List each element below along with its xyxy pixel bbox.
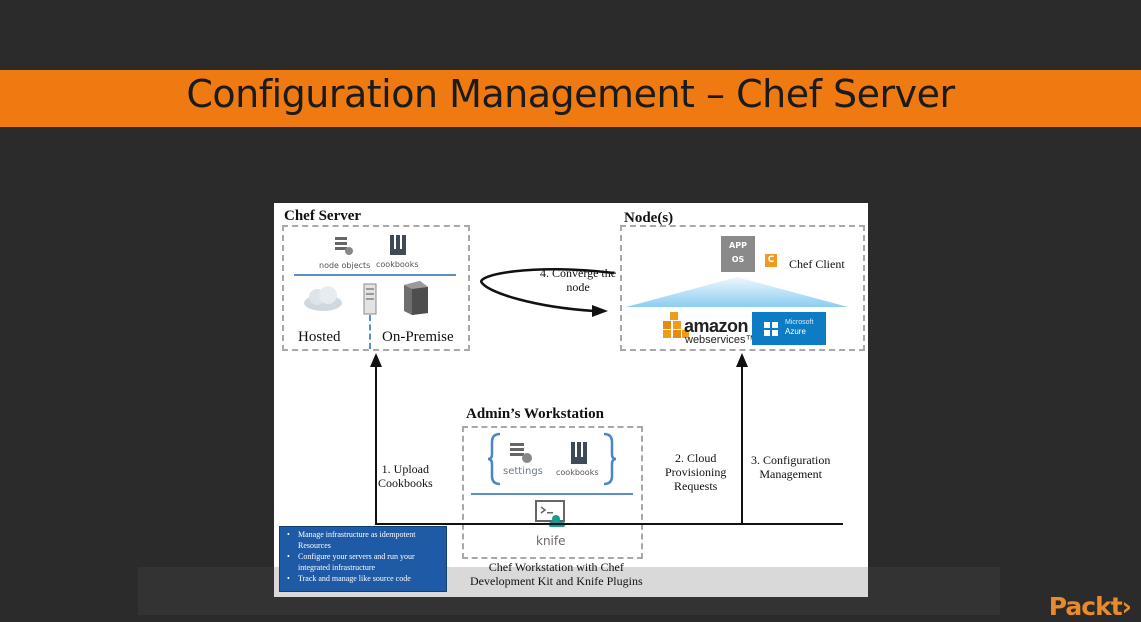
chef-server-title: Chef Server bbox=[284, 208, 362, 224]
on-premise-label: On-Premise bbox=[382, 329, 454, 345]
os-label: OS bbox=[731, 255, 745, 264]
chef-server-box bbox=[282, 225, 470, 351]
chef-client-icon: C bbox=[765, 254, 777, 267]
workstation-cookbooks-label: cookbooks bbox=[556, 468, 599, 477]
app-label: APP bbox=[729, 241, 747, 250]
config-label-line1: 3. Configuration bbox=[751, 453, 831, 467]
converge-label: 4. Converge the node bbox=[540, 266, 616, 294]
nodes-title: Node(s) bbox=[624, 210, 674, 226]
converge-label-line1: 4. Converge the bbox=[540, 266, 617, 280]
upload-line-vertical bbox=[375, 365, 377, 525]
packt-logo: Packt› bbox=[1048, 592, 1132, 621]
diagram-panel: Chef Server node objects cookbooks Hoste… bbox=[274, 203, 868, 597]
cookbooks-label: cookbooks bbox=[376, 260, 419, 269]
info-bullet: Track and manage like source code bbox=[287, 573, 442, 584]
cloud-provisioning-label: 2. Cloud Provisioning Requests bbox=[665, 451, 726, 493]
app-os-icon: APP OS bbox=[721, 236, 755, 272]
nodes-box bbox=[620, 225, 865, 351]
azure-logo bbox=[752, 312, 826, 345]
aws-logo-text: amazon bbox=[684, 316, 749, 336]
connector-dash bbox=[369, 315, 371, 349]
config-line-vertical bbox=[741, 365, 743, 525]
chef-client-label: Chef Client bbox=[789, 257, 845, 271]
server-tower-icon bbox=[404, 281, 428, 315]
workstation-divider bbox=[471, 493, 633, 495]
knife-label: knife bbox=[536, 534, 566, 548]
workstation-caption-line2: Development Kit and Knife Plugins bbox=[470, 574, 643, 588]
cloud-label-line3: Requests bbox=[674, 479, 718, 493]
workstation-box bbox=[462, 426, 643, 559]
deployment-triangle bbox=[626, 277, 848, 307]
config-label-line2: Management bbox=[759, 467, 822, 481]
workstation-caption: Chef Workstation with Chef Development K… bbox=[470, 560, 643, 588]
aws-logo-subtext: webservices™ bbox=[685, 334, 757, 346]
upload-label-line1: 1. Upload bbox=[381, 462, 429, 476]
info-bullet: Manage infrastructure as idempotent Reso… bbox=[287, 529, 442, 551]
server-unit-icon bbox=[363, 283, 377, 315]
title-banner bbox=[0, 70, 1141, 127]
upload-arrowhead-icon bbox=[370, 353, 382, 367]
cloud-label-line1: 2. Cloud bbox=[675, 451, 717, 465]
settings-icon bbox=[510, 443, 532, 463]
upload-label-line2: Cookbooks bbox=[378, 476, 433, 490]
cloud-icon bbox=[304, 286, 342, 311]
azure-label-microsoft: Microsoft bbox=[785, 319, 814, 326]
configuration-label: 3. Configuration Management bbox=[751, 453, 830, 481]
aws-cubes-icon bbox=[663, 312, 689, 338]
workstation-caption-line1: Chef Workstation with Chef bbox=[488, 560, 624, 574]
azure-label-azure: Azure bbox=[785, 327, 806, 336]
cloud-label-line2: Provisioning bbox=[665, 465, 727, 479]
upload-label: 1. Upload Cookbooks bbox=[378, 462, 433, 490]
info-bullet: Configure your servers and run your inte… bbox=[287, 551, 442, 573]
settings-label: settings bbox=[503, 466, 543, 477]
cookbooks-icon bbox=[390, 235, 406, 255]
connector-line-horizontal bbox=[375, 523, 843, 525]
node-objects-label: node objects bbox=[319, 261, 371, 270]
workstation-cookbooks-icon bbox=[571, 442, 587, 464]
workstation-brackets bbox=[487, 432, 617, 486]
converge-label-line2: node bbox=[566, 280, 590, 294]
config-arrowhead-icon bbox=[736, 353, 748, 367]
hosted-label: Hosted bbox=[298, 329, 341, 345]
slide-title: Configuration Management – Chef Server bbox=[186, 72, 955, 116]
info-box: Manage infrastructure as idempotent Reso… bbox=[279, 526, 447, 592]
windows-icon bbox=[764, 322, 778, 336]
converge-arrow bbox=[480, 268, 615, 317]
chef-server-divider bbox=[294, 274, 456, 276]
workstation-title: Admin’s Workstation bbox=[466, 406, 604, 422]
node-objects-icon bbox=[335, 237, 353, 255]
